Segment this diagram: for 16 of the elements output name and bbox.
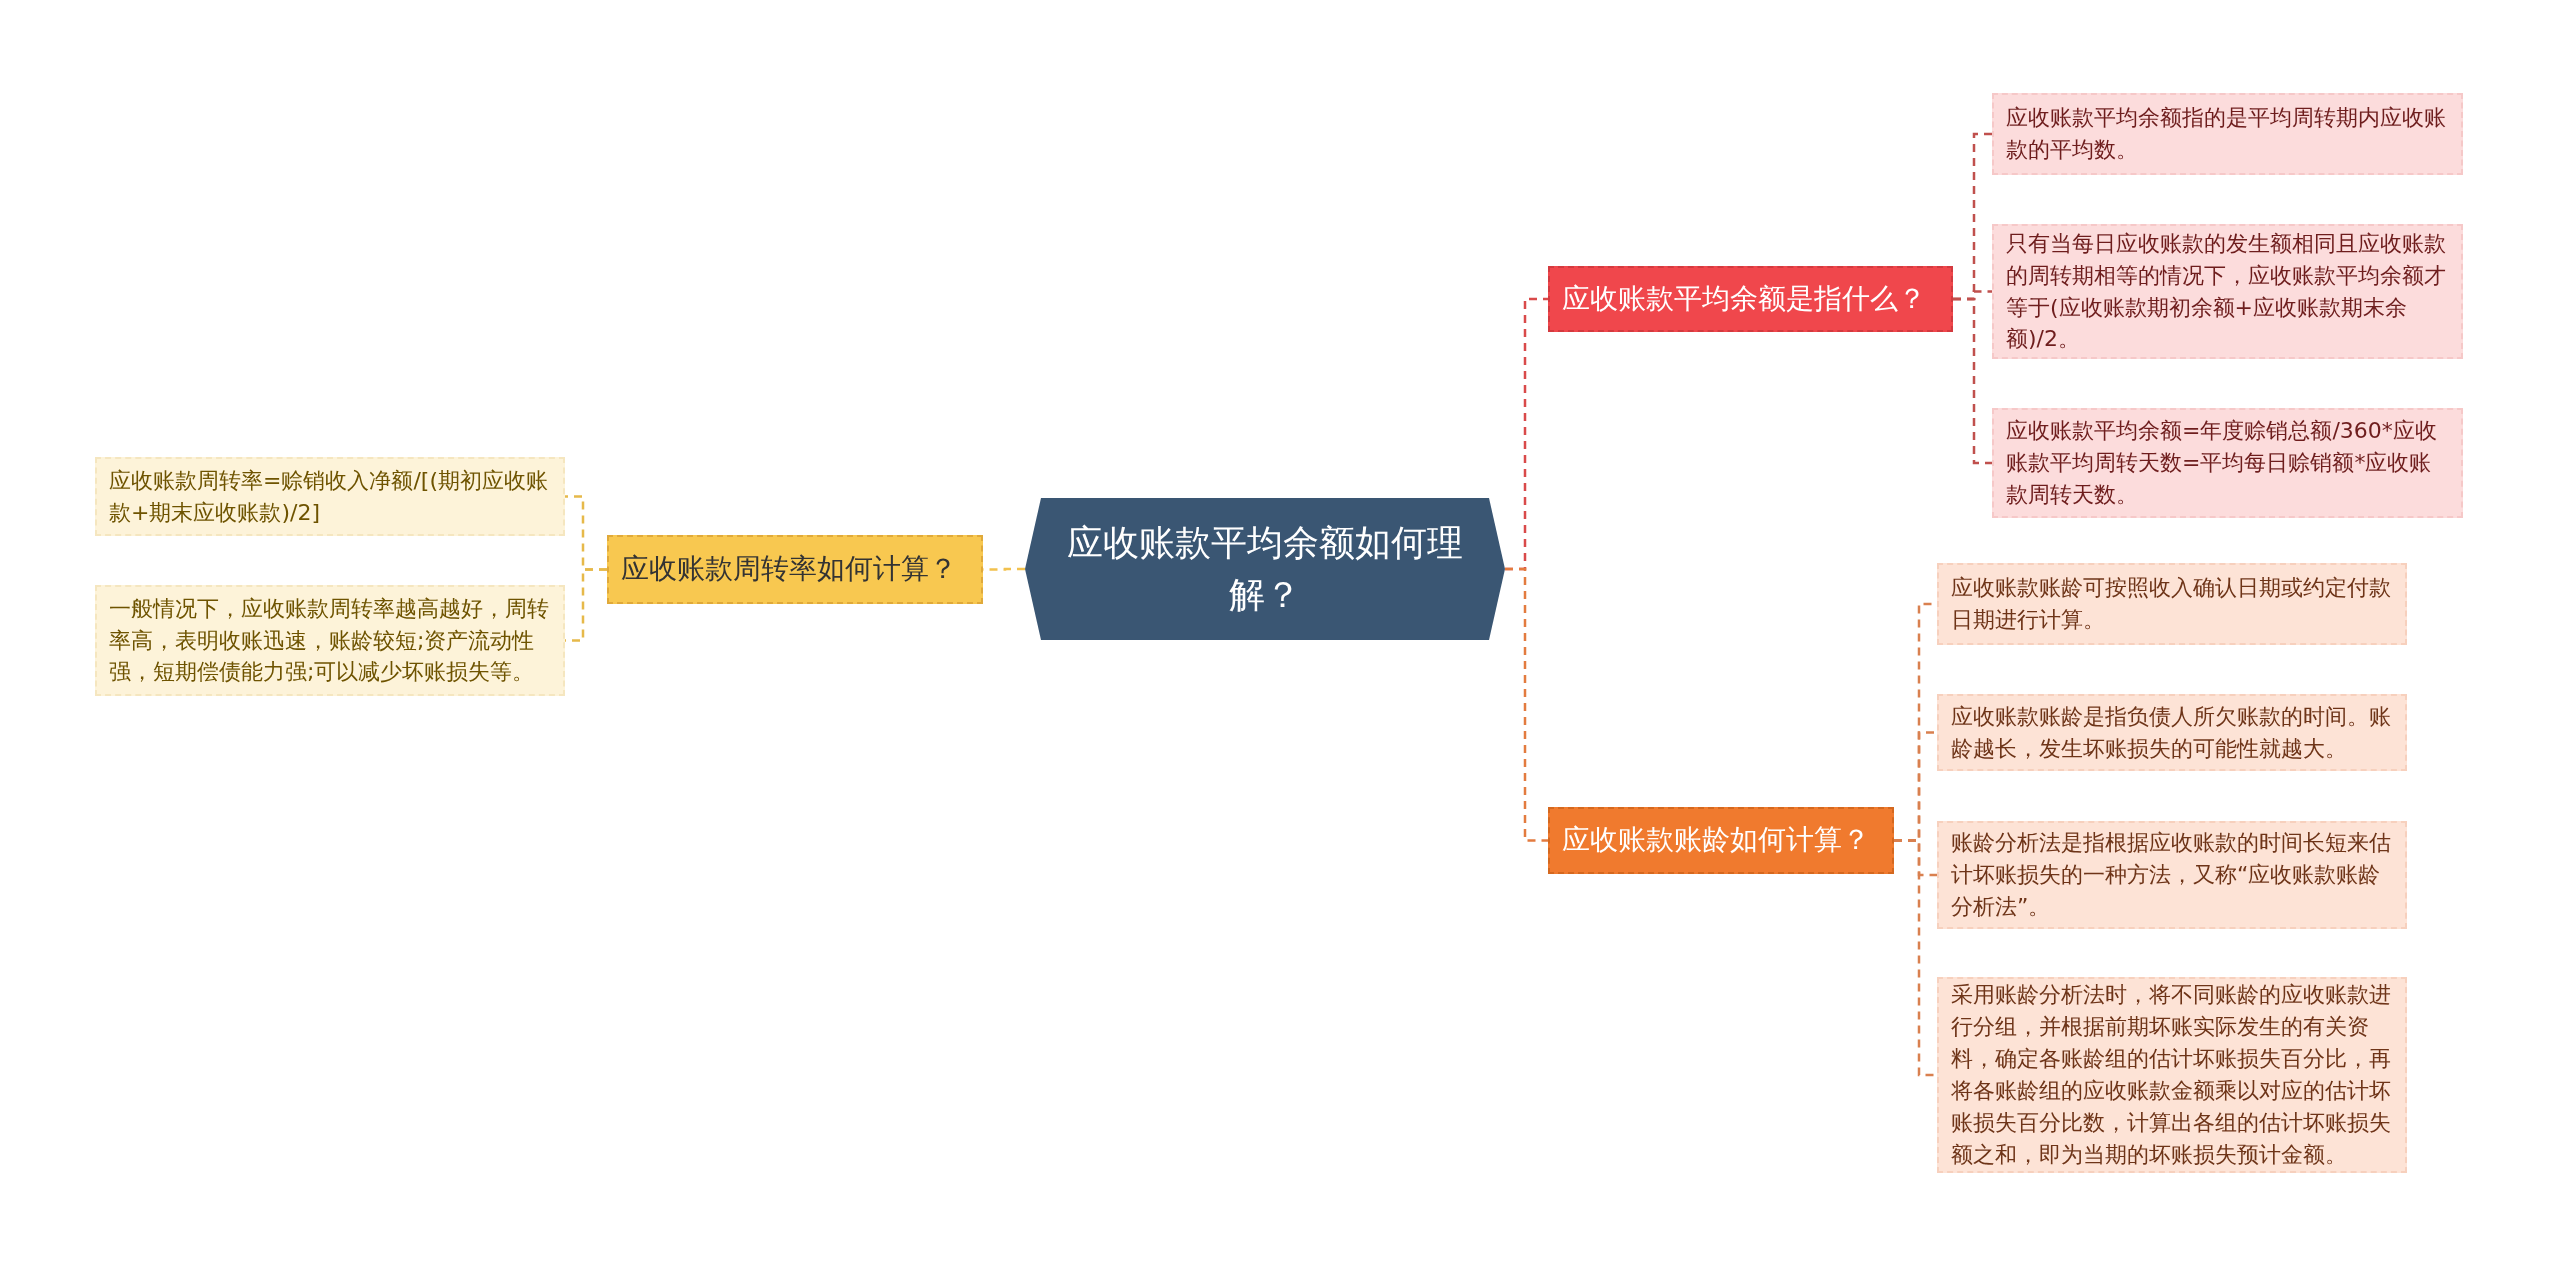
- note-box: 采用账龄分析法时，将不同账龄的应收账款进行分组，并根据前期坏账实际发生的有关资料，确定各账龄组的估计坏账损失百分比，再将各账龄组的应收账款金额乘以对应的估计坏账损失百分比数，计算出各组的估计坏账损失额之和，即为当期的坏账损失预计金额。: [1937, 977, 2407, 1173]
- connector: [1505, 567, 1548, 842]
- branch-topic: 应收账款平均余额是指什么？: [1548, 266, 1953, 332]
- branch-topic: 应收账款周转率如何计算？: [607, 535, 983, 604]
- connector: [1894, 839, 1937, 1077]
- branch-topic: 应收账款账龄如何计算？: [1548, 807, 1894, 874]
- note-box: 账龄分析法是指根据应收账款的时间长短来估计坏账损失的一种方法，又称“应收账款账龄分析法”。: [1937, 821, 2407, 929]
- note-box: 应收账款周转率=赊销收入净额/[(期初应收账款+期末应收账款)/2]: [95, 457, 565, 536]
- note-box: 应收账款平均余额指的是平均周转期内应收账款的平均数。: [1992, 93, 2463, 175]
- note-box: 应收账款账龄可按照收入确认日期或约定付款日期进行计算。: [1937, 563, 2407, 645]
- note-box: 应收账款平均余额=年度赊销总额/360*应收账款平均周转天数=平均每日赊销额*应收账款周转天数。: [1992, 408, 2463, 518]
- note-box: 一般情况下，应收账款周转率越高越好，周转率高，表明收账迅速，账龄较短;资产流动性强，短期偿债能力强;可以减少坏账损失等。: [95, 585, 565, 696]
- note-box: 应收账款账龄是指负债人所欠账款的时间。账龄越长，发生坏账损失的可能性就越大。: [1937, 694, 2407, 771]
- note-box: 只有当每日应收账款的发生额相同且应收账款的周转期相等的情况下，应收账款平均余额才等于(应收账款期初余额+应收账款期末余额)/2。: [1992, 224, 2463, 359]
- central-topic: 应收账款平均余额如何理解？: [1025, 498, 1505, 640]
- connector: [1953, 297, 1992, 465]
